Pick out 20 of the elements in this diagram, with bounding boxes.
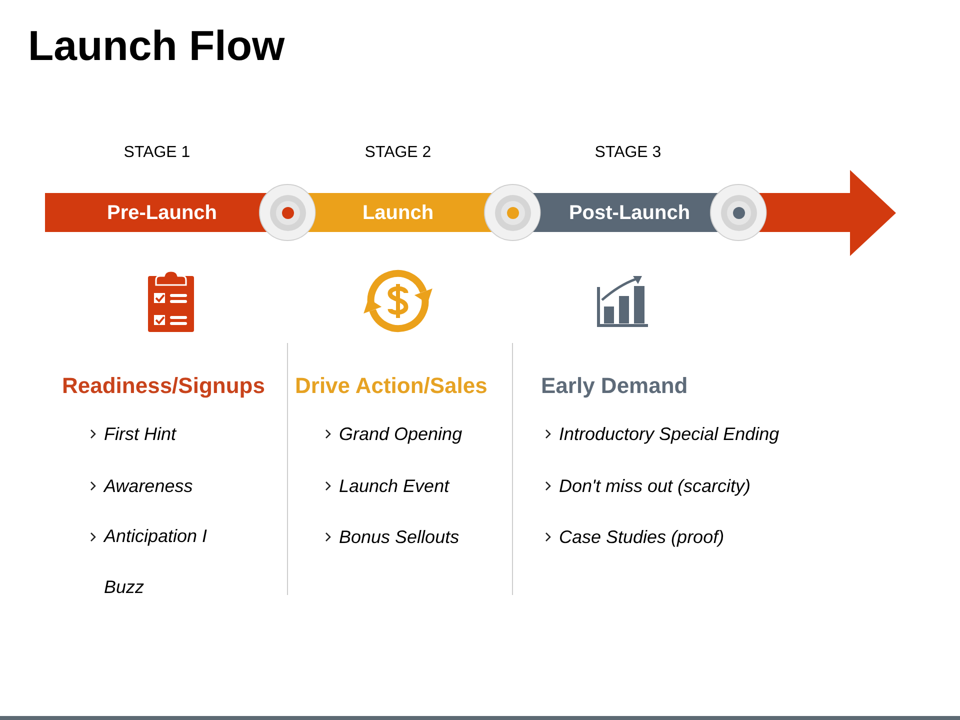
bullet-item-text: Grand Opening — [339, 423, 462, 446]
bullet-item-text: Don't miss out (scarcity) — [559, 475, 750, 498]
column-heading: Early Demand — [541, 372, 688, 400]
stage-name: Launch — [362, 200, 434, 224]
stage-number-label: STAGE 1 — [124, 143, 190, 163]
bullet-item-text: First Hint — [104, 423, 176, 446]
bullet-item-text: Launch Event — [339, 475, 450, 498]
bullet-item-text: Bonus Sellouts — [339, 526, 460, 549]
bullet-item-text: Introductory Special Ending — [559, 423, 780, 446]
column-heading: Drive Action/Sales — [295, 372, 488, 400]
column-heading: Readiness/Signups — [62, 372, 265, 400]
end-arrow-shape — [759, 170, 896, 256]
stage-name: Post-Launch — [568, 200, 690, 224]
stage-number-label: STAGE 3 — [594, 143, 662, 163]
bullet-item-text: Anticipation I Buzz — [104, 525, 208, 599]
page-title: Launch Flow — [28, 22, 285, 70]
stage-name: Pre-Launch — [106, 200, 218, 224]
bullet-item-text: Awareness — [104, 475, 193, 498]
bullet-item-text: Case Studies (proof) — [559, 526, 724, 549]
stage-number-label: STAGE 2 — [364, 143, 432, 163]
